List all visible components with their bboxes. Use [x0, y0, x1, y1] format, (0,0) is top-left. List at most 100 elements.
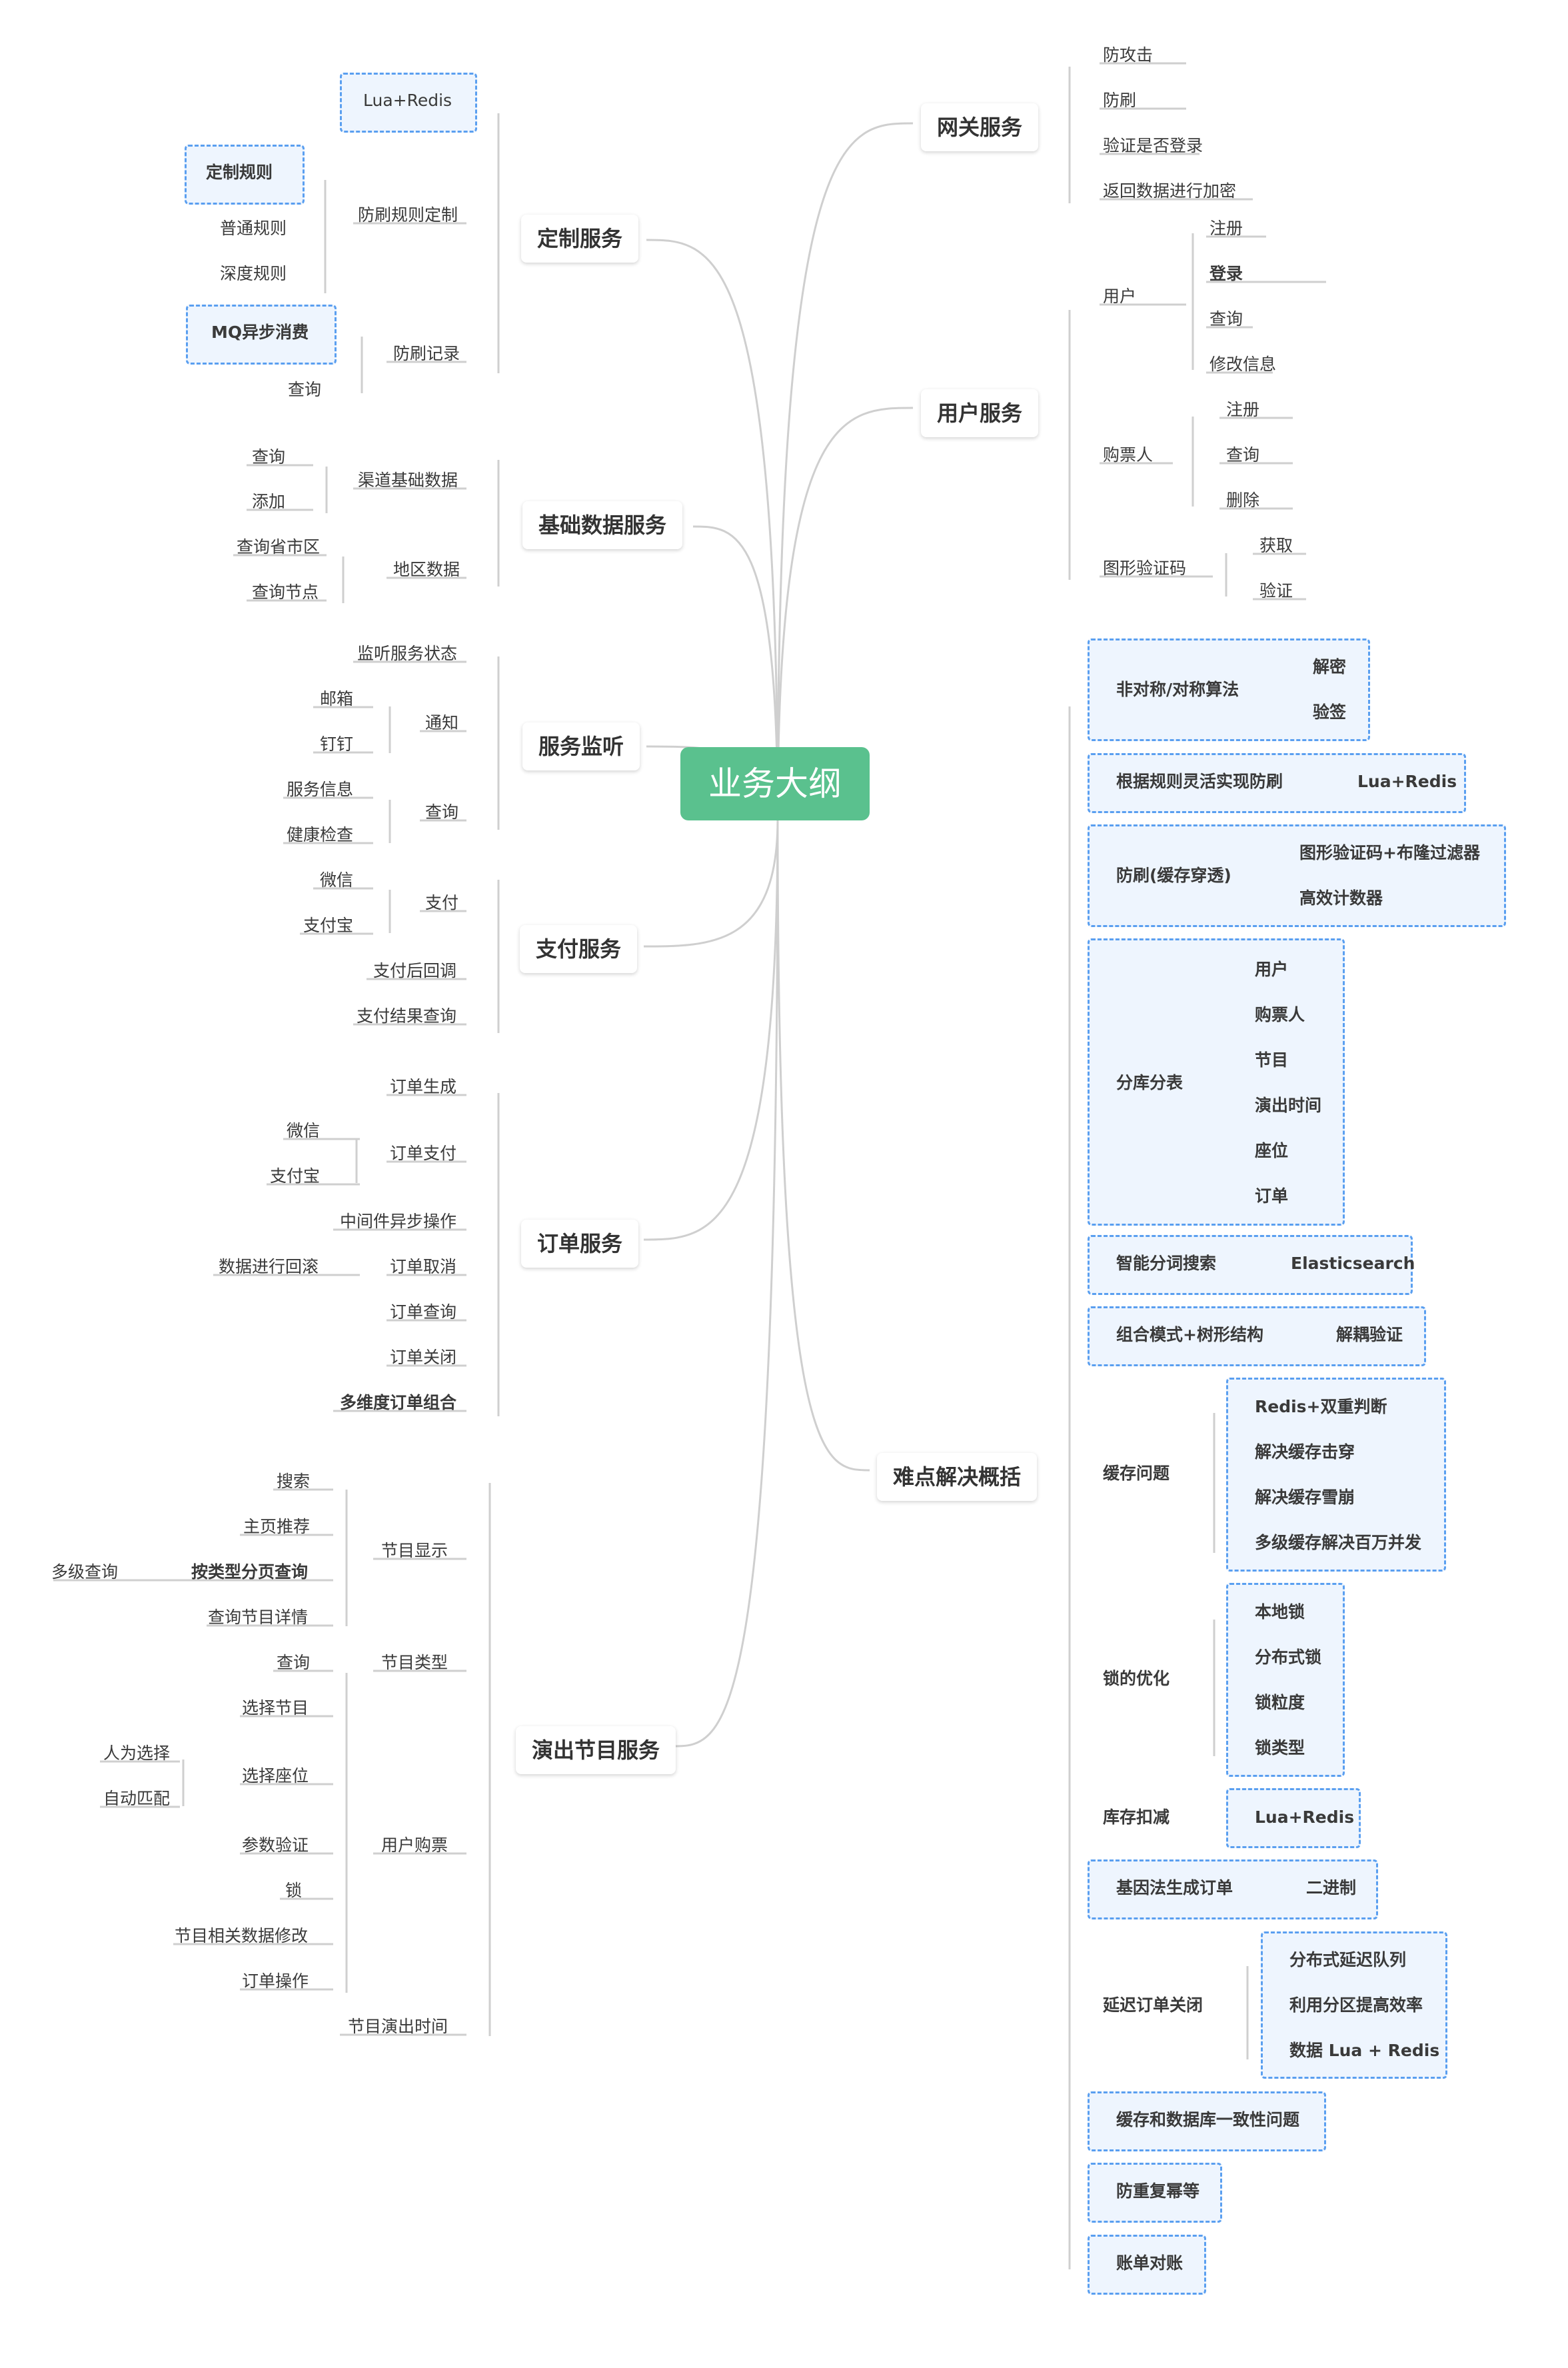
node-consistency[interactable]: 缓存和数据库一致性问题 — [1116, 2110, 1300, 2129]
branch-show-service[interactable]: 演出节目服务 — [516, 1726, 676, 1774]
branch-user-service[interactable]: 用户服务 — [921, 389, 1039, 437]
node-lock[interactable]: 锁 — [285, 1881, 303, 1900]
node-show-type-query[interactable]: 查询 — [277, 1653, 311, 1672]
branch-order-service[interactable]: 订单服务 — [521, 1220, 639, 1268]
node-show-data-modify[interactable]: 节目相关数据修改 — [175, 1926, 309, 1945]
node-user-query[interactable]: 查询 — [1209, 309, 1243, 329]
node-health-check[interactable]: 健康检查 — [287, 825, 354, 844]
node-sharding[interactable]: 分库分表 — [1116, 1073, 1183, 1092]
node-order-close[interactable]: 订单关闭 — [390, 1348, 457, 1367]
node-rule-definition[interactable]: 防刷规则定制 — [358, 205, 458, 225]
node-composite-tree[interactable]: 组合模式+树形结构 — [1116, 1325, 1263, 1344]
node-channel-query[interactable]: 查询 — [252, 447, 286, 467]
node-param-validate[interactable]: 参数验证 — [242, 1835, 309, 1855]
node-user-modify[interactable]: 修改信息 — [1209, 355, 1277, 374]
node-shard-user[interactable]: 用户 — [1255, 960, 1289, 979]
node-cache-issue[interactable]: 缓存问题 — [1103, 1464, 1170, 1483]
node-lock-optimize[interactable]: 锁的优化 — [1103, 1669, 1170, 1688]
node-stock-lua-redis[interactable]: Lua+Redis — [1255, 1807, 1355, 1827]
node-distributed-lock[interactable]: 分布式锁 — [1255, 1648, 1322, 1667]
branch-pay-service[interactable]: 支付服务 — [520, 925, 638, 973]
node-seat-auto[interactable]: 自动匹配 — [103, 1789, 171, 1808]
node-binary[interactable]: 二进制 — [1306, 1878, 1357, 1897]
node-bloom-filter[interactable]: 图形验证码+布隆过滤器 — [1299, 843, 1480, 862]
node-normal-rule[interactable]: 普通规则 — [220, 219, 287, 238]
node-select-seat[interactable]: 选择座位 — [242, 1766, 309, 1785]
node-shard-show[interactable]: 节目 — [1255, 1050, 1289, 1070]
node-delay-lua-redis[interactable]: 数据 Lua + Redis — [1289, 2041, 1440, 2060]
branch-base-data-service[interactable]: 基础数据服务 — [522, 501, 683, 549]
node-anti-brush[interactable]: 防刷 — [1103, 91, 1137, 110]
node-shard-seat[interactable]: 座位 — [1255, 1141, 1289, 1160]
node-region-data[interactable]: 地区数据 — [393, 560, 460, 579]
node-reconcile[interactable]: 账单对账 — [1116, 2253, 1183, 2273]
node-email[interactable]: 邮箱 — [320, 689, 354, 708]
node-stock-deduct[interactable]: 库存扣减 — [1103, 1807, 1170, 1827]
node-show-purchase[interactable]: 用户购票 — [381, 1835, 448, 1855]
node-lua-redis[interactable]: Lua+Redis — [363, 91, 452, 110]
node-buyer-register[interactable]: 注册 — [1226, 400, 1260, 419]
node-captcha-get[interactable]: 获取 — [1259, 536, 1293, 555]
root-topic[interactable]: 业务大纲 — [680, 747, 870, 820]
branch-difficulties[interactable]: 难点解决概括 — [877, 1453, 1038, 1501]
node-select-show[interactable]: 选择节目 — [242, 1698, 309, 1718]
node-rule-brush[interactable]: 根据规则灵活实现防刷 — [1116, 772, 1283, 791]
node-order-pay[interactable]: 订单支付 — [390, 1144, 457, 1163]
node-pay-alipay[interactable]: 支付宝 — [303, 916, 354, 935]
node-notify[interactable]: 通知 — [425, 713, 459, 732]
branch-gateway-service[interactable]: 网关服务 — [921, 103, 1039, 151]
node-counter[interactable]: 高效计数器 — [1299, 888, 1383, 908]
node-rule-lua-redis[interactable]: Lua+Redis — [1357, 772, 1457, 791]
node-channel-add[interactable]: 添加 — [252, 492, 286, 511]
branch-custom-service[interactable]: 定制服务 — [521, 215, 639, 263]
node-brush-record[interactable]: 防刷记录 — [393, 344, 460, 363]
node-dingding[interactable]: 钉钉 — [320, 734, 354, 754]
node-order-create[interactable]: 订单生成 — [390, 1077, 457, 1096]
node-cache-double-check[interactable]: Redis+双重判断 — [1255, 1397, 1387, 1416]
node-smart-search[interactable]: 智能分词搜索 — [1116, 1254, 1217, 1273]
node-delay-close[interactable]: 延迟订单关闭 — [1103, 1995, 1203, 2015]
node-query-node[interactable]: 查询节点 — [252, 583, 319, 602]
node-order-query[interactable]: 订单查询 — [390, 1302, 457, 1322]
node-captcha[interactable]: 图形验证码 — [1103, 559, 1187, 578]
node-show-search[interactable]: 搜索 — [277, 1472, 311, 1491]
node-cache-penetrate[interactable]: 防刷(缓存穿透) — [1116, 866, 1231, 885]
node-gene-order[interactable]: 基因法生成订单 — [1116, 1878, 1233, 1897]
node-lock-granularity[interactable]: 锁粒度 — [1255, 1693, 1305, 1712]
node-multi-level-cache[interactable]: 多级缓存解决百万并发 — [1255, 1533, 1422, 1552]
node-mq-consume[interactable]: MQ异步消费 — [211, 323, 309, 342]
node-decrypt[interactable]: 解密 — [1313, 657, 1347, 676]
node-order-wechat[interactable]: 微信 — [287, 1121, 321, 1140]
node-delay-queue[interactable]: 分布式延迟队列 — [1289, 1950, 1407, 1969]
node-query-region[interactable]: 查询省市区 — [237, 537, 321, 557]
node-shard-buyer[interactable]: 购票人 — [1255, 1005, 1305, 1024]
node-channel-data[interactable]: 渠道基础数据 — [358, 471, 458, 490]
node-order-rollback[interactable]: 数据进行回滚 — [219, 1257, 319, 1276]
node-user-login[interactable]: 登录 — [1209, 264, 1243, 283]
node-listen-status[interactable]: 监听服务状态 — [357, 644, 458, 663]
node-buyer-delete[interactable]: 删除 — [1226, 491, 1260, 510]
node-pay-callback[interactable]: 支付后回调 — [373, 961, 457, 980]
node-service-info[interactable]: 服务信息 — [287, 780, 354, 799]
node-encrypt-return[interactable]: 返回数据进行加密 — [1103, 181, 1237, 201]
node-show-by-type[interactable]: 按类型分页查询 — [191, 1562, 309, 1582]
node-cache-avalanche[interactable]: 解决缓存雪崩 — [1255, 1488, 1355, 1507]
node-pay-wechat[interactable]: 微信 — [320, 870, 354, 890]
branch-monitor-service[interactable]: 服务监听 — [522, 722, 640, 770]
node-shard-time[interactable]: 演出时间 — [1255, 1096, 1322, 1115]
node-elasticsearch[interactable]: Elasticsearch — [1291, 1254, 1415, 1273]
node-show-type[interactable]: 节目类型 — [381, 1653, 448, 1672]
node-sign-verify[interactable]: 验签 — [1313, 702, 1347, 722]
node-custom-rule[interactable]: 定制规则 — [206, 163, 273, 182]
node-cache-breakdown[interactable]: 解决缓存击穿 — [1255, 1442, 1355, 1462]
node-buyer-query[interactable]: 查询 — [1226, 445, 1260, 465]
node-show-display[interactable]: 节目显示 — [381, 1541, 448, 1560]
node-record-query[interactable]: 查询 — [288, 380, 322, 399]
node-partition[interactable]: 利用分区提高效率 — [1289, 1995, 1423, 2015]
node-user[interactable]: 用户 — [1103, 287, 1137, 306]
node-seat-manual[interactable]: 人为选择 — [103, 1744, 171, 1763]
node-verify-login[interactable]: 验证是否登录 — [1103, 136, 1203, 155]
node-user-register[interactable]: 注册 — [1209, 219, 1243, 238]
node-shard-order[interactable]: 订单 — [1255, 1186, 1289, 1206]
node-order-alipay[interactable]: 支付宝 — [270, 1166, 321, 1186]
